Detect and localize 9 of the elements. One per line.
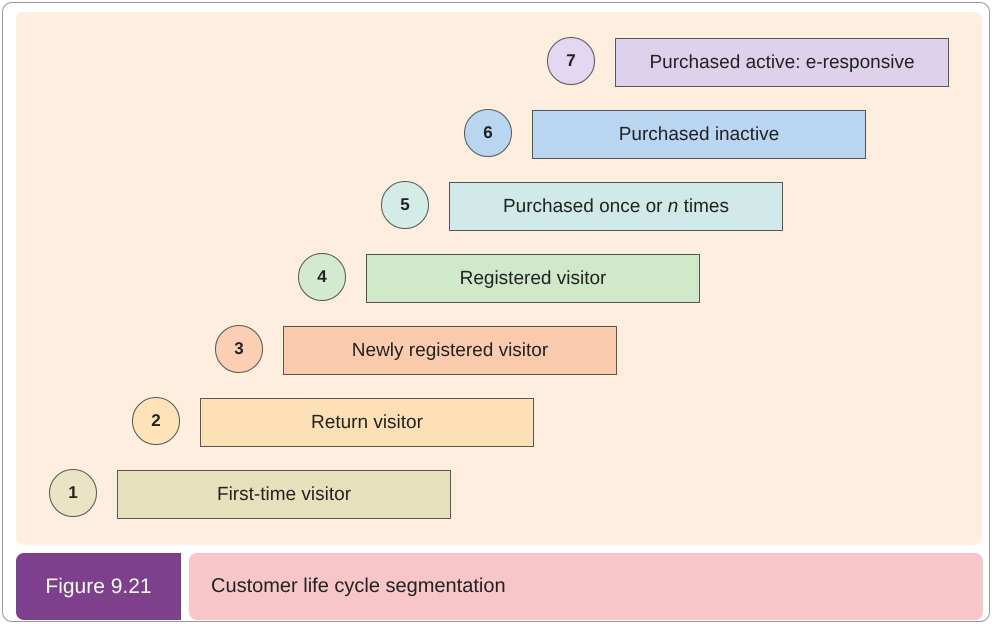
segment-box: Newly registered visitor — [283, 326, 617, 375]
segment-box: First-time visitor — [117, 470, 451, 519]
segment-box: Purchased once or n times — [449, 182, 783, 231]
caption-bar: Customer life cycle segmentation — [189, 553, 983, 620]
segment-box: Purchased inactive — [532, 110, 866, 159]
figure-number-tab: Figure 9.21 — [16, 553, 181, 620]
segment-box: Purchased active: e-responsive — [615, 38, 949, 87]
segment-box: Return visitor — [200, 398, 534, 447]
segment-box: Registered visitor — [366, 254, 700, 303]
